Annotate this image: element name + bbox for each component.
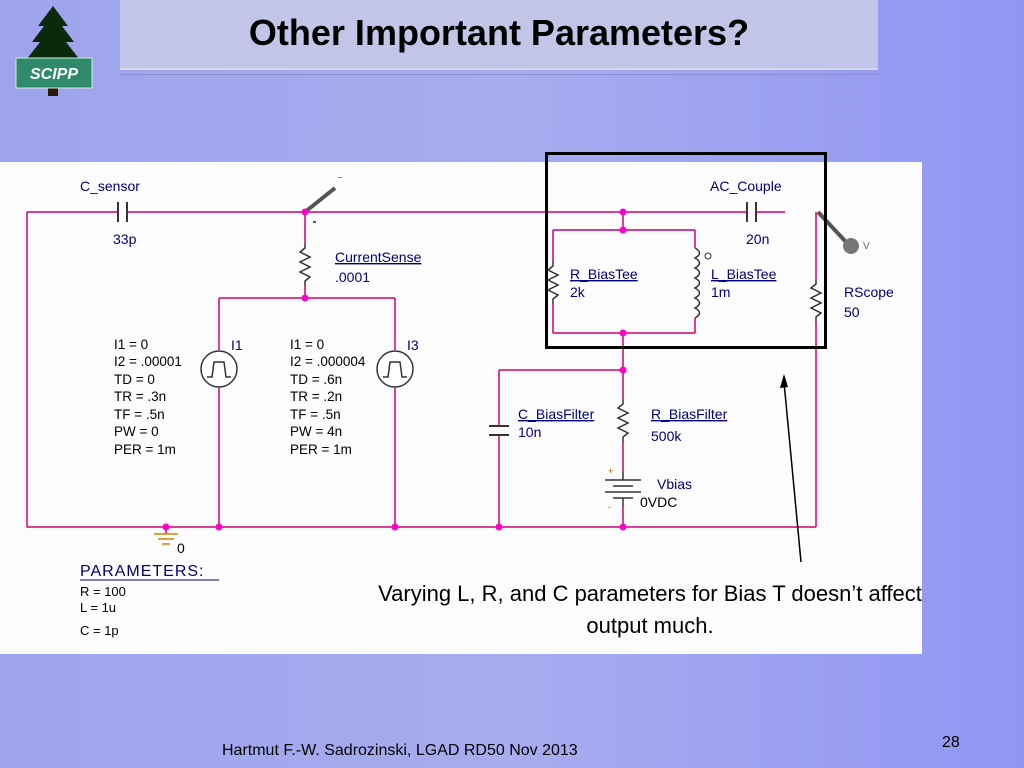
footer-text: Hartmut F.-W. Sadrozinski, LGAD RD50 Nov…: [222, 742, 578, 759]
c-sensor-value: 33p: [113, 231, 137, 247]
title-bar: Other Important Parameters?: [120, 0, 878, 70]
vbias-minus: -: [608, 502, 611, 512]
i1-param: PER = 1m: [114, 442, 176, 457]
r-biasfilter-value: 500k: [651, 428, 682, 444]
circuit-diagram: C_sensor 33p CurrentSense .0001 I1 I3 AC…: [26, 173, 894, 638]
i1-name: I1: [231, 337, 243, 353]
inductor-dot: [704, 252, 712, 260]
resistor-symbols: [298, 244, 823, 442]
annotation-note: Varying L, R, and C parameters for Bias …: [378, 581, 922, 638]
capacitor-leads: [115, 211, 760, 440]
probe-right-label: V: [863, 241, 870, 252]
i3-name: I3: [407, 337, 419, 353]
probe-voltage-icon: [816, 210, 859, 254]
parameters-list: R = 100 L = 1u C = 1p: [80, 584, 126, 638]
ground-icon: [154, 533, 178, 545]
rscope-name: RScope: [844, 284, 894, 300]
current-sense-value: .0001: [335, 269, 370, 285]
ground-label: 0: [177, 540, 185, 556]
battery-symbol: [605, 472, 641, 506]
schematic-panel: C_sensor 33p CurrentSense .0001 I1 I3 AC…: [0, 162, 922, 654]
probe-left-label: −: [337, 173, 343, 184]
i1-param: I1 = 0: [114, 337, 148, 352]
i1-param: TF = .5n: [114, 407, 165, 422]
logo-text: SCIPP: [30, 66, 78, 83]
c-biasfilter-value: 10n: [518, 424, 541, 440]
parameter-line: C = 1p: [80, 623, 119, 638]
probe-current-icon: [303, 186, 337, 223]
l-biastee-name: L_BiasTee: [711, 266, 777, 282]
bias-tee-highlight: [545, 152, 827, 349]
i3-param: TD = .6n: [290, 372, 342, 387]
rscope-value: 50: [844, 304, 860, 320]
i3-param: I1 = 0: [290, 337, 324, 352]
i3-param: TR = .2n: [290, 389, 342, 404]
parameter-line: R = 100: [80, 584, 126, 599]
l-biastee-value: 1m: [711, 284, 730, 300]
junction-nodes: [162, 208, 627, 531]
parameter-line: L = 1u: [80, 600, 116, 615]
current-source-i3: [376, 350, 414, 388]
title-divider: [120, 74, 878, 75]
inductor-symbol: [693, 247, 701, 319]
vbias-value: 0VDC: [640, 494, 677, 510]
current-source-i1: [200, 350, 238, 388]
i3-param: PW = 4n: [290, 424, 342, 439]
i1-param: TD = 0: [114, 372, 155, 387]
c-biasfilter-name: C_BiasFilter: [518, 406, 595, 422]
i3-param: TF = .5n: [290, 407, 341, 422]
parameters-heading: PARAMETERS:: [80, 563, 205, 580]
r-biastee-value: 2k: [570, 284, 586, 300]
ac-couple-value: 20n: [746, 231, 769, 247]
i1-param: I2 = .00001: [114, 354, 182, 369]
c-sensor-name: C_sensor: [80, 178, 140, 194]
i3-param: PER = 1m: [290, 442, 352, 457]
i3-params: I1 = 0 I2 = .000004 TD = .6n TR = .2n TF…: [290, 337, 366, 457]
current-sense-name: CurrentSense: [335, 249, 422, 265]
i1-param: PW = 0: [114, 424, 159, 439]
i3-param: I2 = .000004: [290, 354, 366, 369]
ac-couple-name: AC_Couple: [710, 178, 782, 194]
scipp-logo: SCIPP: [15, 6, 93, 96]
i1-params: I1 = 0 I2 = .00001 TD = 0 TR = .3n TF = …: [114, 337, 182, 457]
page-number: 28: [942, 734, 960, 751]
r-biasfilter-name: R_BiasFilter: [651, 406, 728, 422]
vbias-name: Vbias: [657, 476, 692, 492]
vbias-plus: +: [608, 466, 613, 476]
i1-param: TR = .3n: [114, 389, 166, 404]
r-biastee-name: R_BiasTee: [570, 266, 638, 282]
slide-title: Other Important Parameters?: [248, 12, 750, 53]
